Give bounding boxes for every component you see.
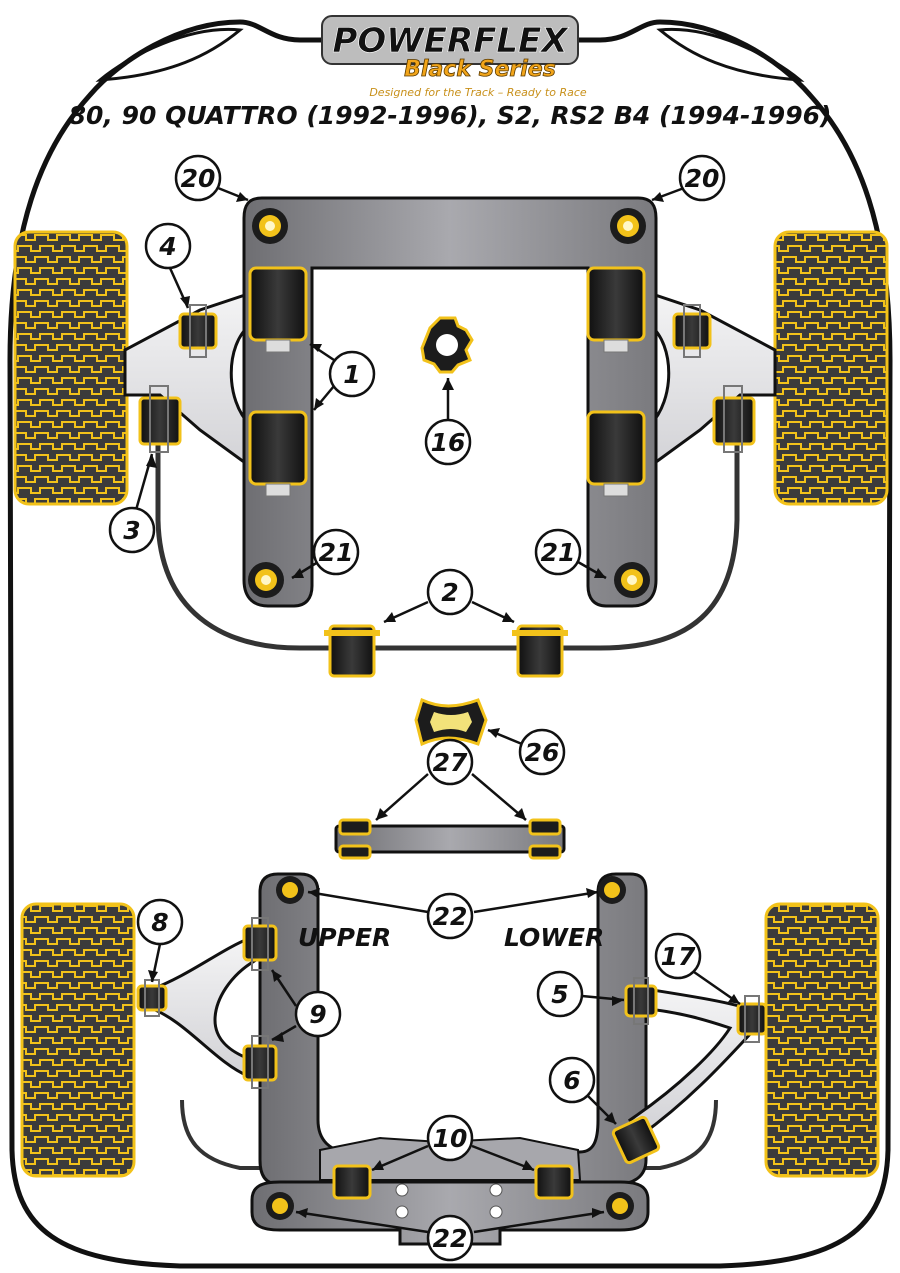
bush-22-bottom-right xyxy=(606,1192,634,1220)
bush-4-right xyxy=(672,304,712,358)
bush-9-top xyxy=(242,917,278,971)
callout-20-left: 20 xyxy=(174,154,222,202)
callout-17: 17 xyxy=(654,932,702,980)
callout-4: 4 xyxy=(144,222,192,270)
bush-2-right xyxy=(512,624,568,678)
bush-16 xyxy=(420,316,474,374)
callout-21-right: 21 xyxy=(534,528,582,576)
bush-9-bottom xyxy=(242,1035,278,1089)
page-title: 80, 90 QUATTRO (1992-1996), S2, RS2 B4 (… xyxy=(69,101,832,130)
powerflex-logo: POWERFLEX Black Series Designed for the … xyxy=(321,15,587,99)
svg-text:20: 20 xyxy=(685,164,720,193)
callout-5: 5 xyxy=(536,970,584,1018)
callout-21-left: 21 xyxy=(312,528,360,576)
bush-20-right xyxy=(610,208,646,244)
car-body-outline xyxy=(7,19,893,1269)
plate-hole xyxy=(395,1205,409,1219)
svg-text:22: 22 xyxy=(433,1224,468,1253)
bush-3-right xyxy=(712,385,756,453)
bush-10-left xyxy=(332,1164,372,1200)
bush-22-bottom-left xyxy=(266,1192,294,1220)
bush-20-left xyxy=(252,208,288,244)
callout-1: 1 xyxy=(328,350,376,398)
headlight-right xyxy=(656,27,805,82)
svg-text:21: 21 xyxy=(541,538,576,567)
callout-8: 8 xyxy=(136,898,184,946)
svg-text:17: 17 xyxy=(661,942,696,971)
bush-5 xyxy=(624,977,658,1025)
svg-text:3: 3 xyxy=(123,516,140,545)
front-left-tyre xyxy=(13,230,129,506)
bush-2-left xyxy=(324,624,380,678)
bush-1-right-top xyxy=(586,266,646,353)
svg-text:5: 5 xyxy=(551,980,568,1009)
bush-6 xyxy=(611,1115,661,1165)
plate-hole xyxy=(489,1205,503,1219)
callout-22-bottom: 22 xyxy=(426,1214,474,1262)
bush-1-left-top xyxy=(248,266,308,353)
svg-text:9: 9 xyxy=(309,1000,326,1029)
plate-hole xyxy=(395,1183,409,1197)
rear-left-tyre xyxy=(20,902,136,1178)
callout-26: 26 xyxy=(518,728,566,776)
rear-subframe xyxy=(258,872,648,1186)
callout-3: 3 xyxy=(108,506,156,554)
svg-text:22: 22 xyxy=(433,902,468,931)
label-upper: UPPER xyxy=(298,923,391,952)
svg-text:8: 8 xyxy=(151,908,168,937)
svg-text:27: 27 xyxy=(433,748,468,777)
logo-brand: POWERFLEX xyxy=(332,21,569,61)
bush-27-bar xyxy=(334,818,566,860)
callout-9: 9 xyxy=(294,990,342,1038)
svg-text:20: 20 xyxy=(181,164,216,193)
svg-text:2: 2 xyxy=(441,578,458,607)
callout-2: 2 xyxy=(426,568,474,616)
label-lower: LOWER xyxy=(504,923,604,952)
front-anti-roll-bar xyxy=(155,440,740,651)
rear-right-tyre xyxy=(764,902,880,1178)
svg-text:21: 21 xyxy=(319,538,354,567)
callout-20-right: 20 xyxy=(678,154,726,202)
svg-text:10: 10 xyxy=(433,1124,468,1153)
front-right-tyre xyxy=(773,230,889,506)
svg-text:16: 16 xyxy=(431,428,466,457)
bush-17 xyxy=(736,995,768,1043)
bush-1-left-bottom xyxy=(248,410,308,497)
bush-4-left xyxy=(178,304,218,358)
bush-21-left xyxy=(248,562,284,598)
bush-22-top-left xyxy=(276,876,304,904)
headlight-left xyxy=(95,27,244,82)
bush-10-right xyxy=(534,1164,574,1200)
bush-8 xyxy=(136,979,168,1017)
callout-27: 27 xyxy=(426,738,474,786)
logo-tagline: Designed for the Track – Ready to Race xyxy=(369,86,587,99)
svg-text:4: 4 xyxy=(158,232,176,261)
callout-6: 6 xyxy=(548,1056,596,1104)
leader-arrowheads xyxy=(146,192,740,1218)
callout-22-top: 22 xyxy=(426,892,474,940)
front-subframe xyxy=(242,196,658,608)
callout-16: 16 xyxy=(424,418,472,466)
bush-1-right-bottom xyxy=(586,410,646,497)
rear-upper-arm xyxy=(148,935,258,1079)
plate-hole xyxy=(489,1183,503,1197)
bush-26 xyxy=(414,697,488,747)
bush-3-left xyxy=(138,385,182,453)
bush-21-right xyxy=(614,562,650,598)
bush-22-top-right xyxy=(598,876,626,904)
svg-text:1: 1 xyxy=(343,360,360,389)
callout-10: 10 xyxy=(426,1114,474,1162)
logo-series: Black Series xyxy=(404,57,556,82)
svg-text:6: 6 xyxy=(563,1066,580,1095)
svg-text:26: 26 xyxy=(525,738,560,767)
